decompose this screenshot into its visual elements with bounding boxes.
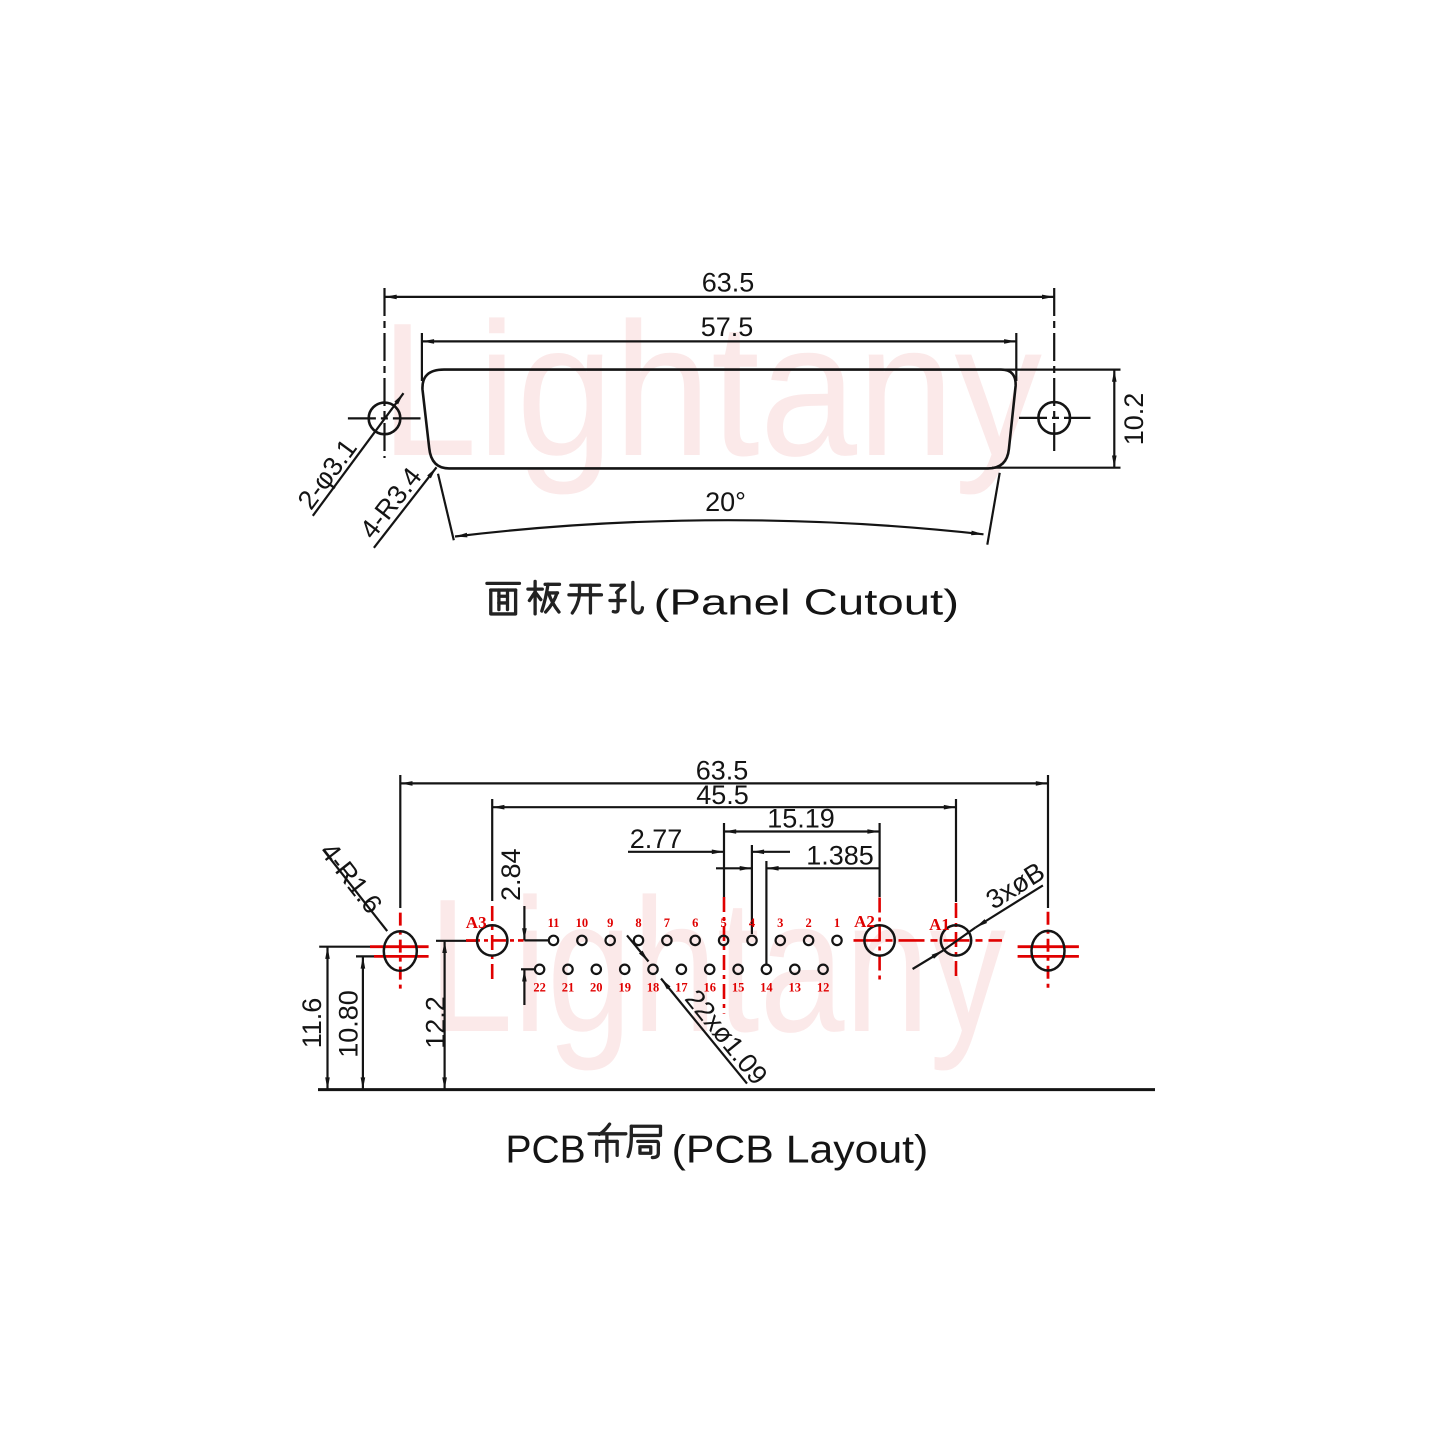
svg-text:10: 10 xyxy=(576,916,589,930)
svg-text:7: 7 xyxy=(664,916,670,930)
svg-text:21: 21 xyxy=(562,981,575,995)
svg-text:2: 2 xyxy=(805,916,811,930)
svg-text:13: 13 xyxy=(789,981,802,995)
svg-text:5: 5 xyxy=(720,916,726,930)
svg-text:3: 3 xyxy=(777,916,783,930)
svg-text:12.2: 12.2 xyxy=(420,996,450,1049)
svg-text:Lightany: Lightany xyxy=(380,284,1042,496)
svg-text:12: 12 xyxy=(817,981,830,995)
svg-text:19: 19 xyxy=(618,981,631,995)
svg-text:10.80: 10.80 xyxy=(334,990,364,1058)
svg-text:A2: A2 xyxy=(854,912,875,931)
svg-text:57.5: 57.5 xyxy=(701,312,754,342)
svg-text:20°: 20° xyxy=(705,487,746,517)
svg-text:18: 18 xyxy=(647,981,660,995)
svg-text:2.77: 2.77 xyxy=(630,824,683,854)
svg-text:1: 1 xyxy=(834,916,840,930)
svg-text:15.19: 15.19 xyxy=(767,803,835,833)
svg-text:16: 16 xyxy=(703,981,716,995)
svg-text:Lightany: Lightany xyxy=(428,860,1006,1072)
svg-text:22: 22 xyxy=(533,981,546,995)
svg-text:11: 11 xyxy=(548,916,560,930)
svg-text:63.5: 63.5 xyxy=(696,756,749,786)
svg-text:2.84: 2.84 xyxy=(496,848,526,901)
svg-text:11.6: 11.6 xyxy=(297,998,327,1049)
svg-text:17: 17 xyxy=(675,981,688,995)
svg-text:6: 6 xyxy=(692,916,698,930)
svg-text:4: 4 xyxy=(749,916,756,930)
svg-text:PCB: PCB xyxy=(506,1129,586,1172)
svg-text:A1: A1 xyxy=(929,915,950,934)
svg-text:63.5: 63.5 xyxy=(702,268,755,298)
svg-text:10.2: 10.2 xyxy=(1119,393,1149,446)
svg-text:9: 9 xyxy=(607,916,613,930)
svg-text:(Panel Cutout): (Panel Cutout) xyxy=(654,582,959,623)
svg-text:20: 20 xyxy=(590,981,603,995)
svg-text:15: 15 xyxy=(732,981,745,995)
svg-text:14: 14 xyxy=(760,981,773,995)
svg-text:A3: A3 xyxy=(466,913,487,932)
svg-text:1.385: 1.385 xyxy=(806,840,874,870)
svg-text:45.5: 45.5 xyxy=(696,780,749,810)
svg-text:(PCB Layout): (PCB Layout) xyxy=(672,1129,929,1172)
svg-text:8: 8 xyxy=(635,916,641,930)
